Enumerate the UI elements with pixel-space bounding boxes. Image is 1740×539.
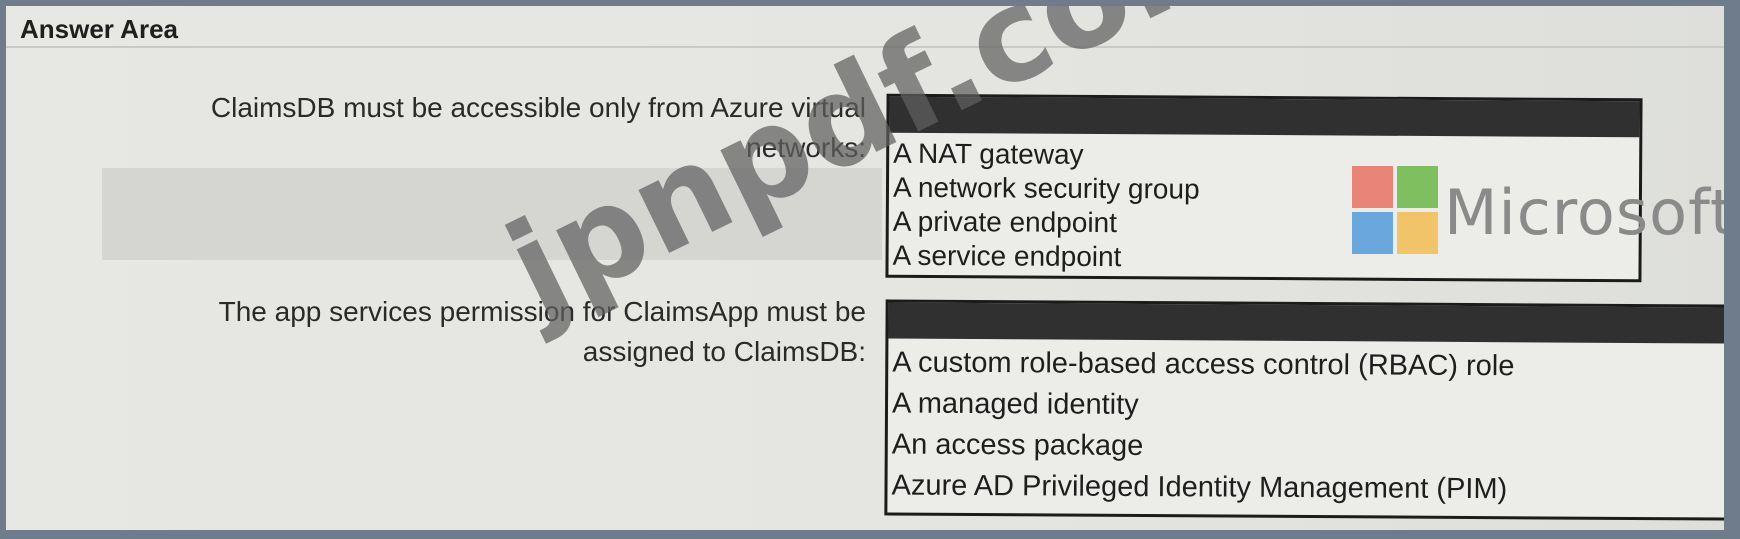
question-2-dropdown[interactable]: A custom role-based access control (RBAC… [884, 299, 1724, 521]
microsoft-logo-icon [1352, 166, 1438, 254]
option-managed-identity[interactable]: A managed identity [891, 387, 1139, 421]
question-2-dropdown-selected[interactable] [888, 302, 1724, 344]
question-2-options-list: A custom role-based access control (RBAC… [887, 338, 1724, 515]
microsoft-logo: Microsoft [1352, 166, 1724, 256]
microsoft-logo-text: Microsoft [1444, 176, 1724, 249]
option-azure-ad-pim[interactable]: Azure AD Privileged Identity Management … [891, 469, 1508, 506]
answer-area-panel: Answer Area ClaimsDB must be accessible … [6, 6, 1724, 530]
answer-area-header: Answer Area [6, 6, 1724, 48]
question-1-dropdown-selected[interactable] [889, 96, 1640, 138]
option-custom-rbac-role[interactable]: A custom role-based access control (RBAC… [892, 346, 1515, 383]
redaction-block [102, 168, 882, 260]
question-1-label: ClaimsDB must be accessible only from Az… [210, 92, 866, 163]
question-2-label: The app services permission for ClaimsAp… [218, 296, 866, 367]
option-access-package[interactable]: An access package [891, 428, 1144, 463]
answer-area-title: Answer Area [20, 14, 178, 44]
